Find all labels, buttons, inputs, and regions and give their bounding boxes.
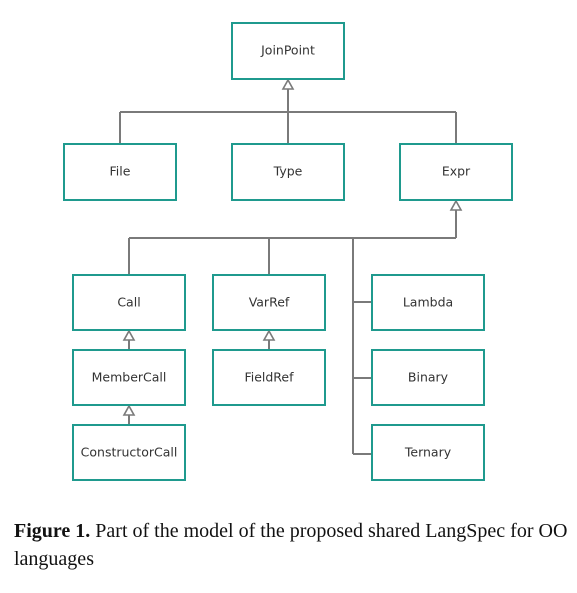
figure-caption-text: Part of the model of the proposed shared… <box>14 520 568 570</box>
node-file: File <box>63 143 177 201</box>
node-file-label: File <box>110 164 131 179</box>
edges-joinpoint <box>119 78 457 144</box>
node-constructorcall-label: ConstructorCall <box>81 445 178 460</box>
inheritance-arrow-membercall <box>122 404 136 416</box>
inheritance-arrow-joinpoint <box>281 78 295 90</box>
figure-label: Figure 1. <box>14 520 91 542</box>
node-ternary-label: Ternary <box>404 445 452 460</box>
node-lambda-label: Lambda <box>403 295 453 310</box>
node-joinpoint: JoinPoint <box>231 22 345 80</box>
inheritance-arrow-varref <box>262 329 276 341</box>
edges-expr <box>128 199 463 455</box>
node-constructorcall: ConstructorCall <box>72 424 186 481</box>
node-expr-label: Expr <box>442 164 471 179</box>
node-expr: Expr <box>399 143 513 201</box>
edges-subclasses <box>122 329 276 424</box>
node-call: Call <box>72 274 186 331</box>
node-fieldref: FieldRef <box>212 349 326 406</box>
node-joinpoint-label: JoinPoint <box>260 43 315 58</box>
node-fieldref-label: FieldRef <box>244 370 294 385</box>
node-lambda: Lambda <box>371 274 485 331</box>
node-varref-label: VarRef <box>249 295 290 310</box>
inheritance-arrow-call <box>122 329 136 341</box>
node-ternary: Ternary <box>371 424 485 481</box>
inheritance-arrow-expr <box>449 199 463 211</box>
node-type-label: Type <box>273 164 303 179</box>
class-hierarchy-diagram: JoinPoint File Type Expr Call VarRef Lam… <box>63 22 513 481</box>
node-call-label: Call <box>117 295 140 310</box>
figure-caption: Figure 1. Part of the model of the propo… <box>14 517 569 573</box>
node-membercall-label: MemberCall <box>92 370 167 385</box>
node-varref: VarRef <box>212 274 326 331</box>
node-membercall: MemberCall <box>72 349 186 406</box>
node-type: Type <box>231 143 345 201</box>
node-binary-label: Binary <box>408 370 449 385</box>
node-binary: Binary <box>371 349 485 406</box>
